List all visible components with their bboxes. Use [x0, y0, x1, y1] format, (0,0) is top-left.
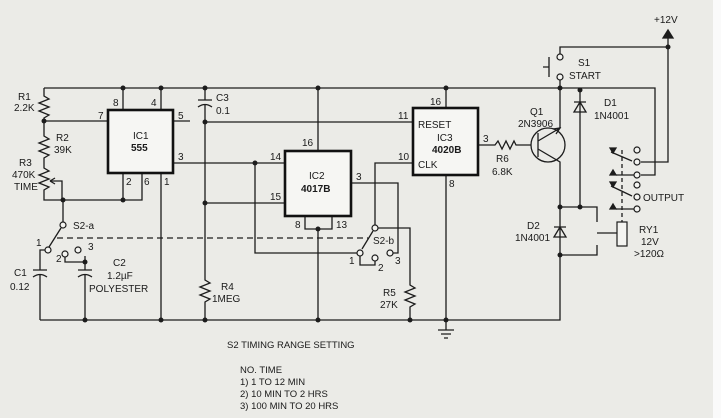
timing-range-table: S2 TIMING RANGE SETTING NO. TIME 1) 1 TO…	[227, 340, 355, 412]
r4-value: 1MEG	[212, 294, 241, 305]
d2-part: 1N4001	[515, 233, 550, 244]
s2b-pos3: 3	[395, 256, 401, 267]
output-label: OUTPUT	[643, 193, 684, 204]
wires	[32, 28, 675, 339]
s1-name: S1	[578, 58, 591, 69]
d1-part: 1N4001	[594, 111, 629, 122]
ic3-reset: RESET	[418, 120, 451, 131]
r3-note: TIME	[14, 182, 38, 193]
c2-name: C2	[113, 258, 126, 269]
table-header: NO. TIME	[240, 365, 282, 376]
r3-value: 470K	[12, 170, 36, 181]
s2b-label: S2-b	[373, 236, 395, 247]
pin: 15	[270, 192, 282, 203]
d2-name: D2	[527, 221, 540, 232]
ry1-name: RY1	[639, 225, 659, 236]
ic3-name: IC3	[437, 133, 453, 144]
component-labels: R1 2.2K R2 39K R3 470K TIME S2-a 1 2 3 C…	[10, 15, 684, 311]
r3-name: R3	[19, 158, 32, 169]
ic1: IC1 555 8 4 7 5 3 2 6 1	[98, 98, 184, 188]
pin: 10	[398, 152, 410, 163]
pin: 6	[144, 177, 150, 188]
s2b-pos1: 1	[349, 256, 355, 267]
table-row: 1) 1 TO 12 MIN	[240, 377, 305, 388]
r6-name: R6	[496, 154, 509, 165]
pin: 16	[430, 97, 442, 108]
pin: 4	[151, 98, 157, 109]
q1-name: Q1	[530, 107, 544, 118]
c3-value: 0.1	[216, 106, 230, 117]
ry1-resistance: >120Ω	[634, 249, 665, 260]
pin: 13	[336, 220, 348, 231]
r2-name: R2	[56, 133, 69, 144]
r2-value: 39K	[54, 145, 72, 156]
ry1-voltage: 12V	[641, 237, 659, 248]
pin: 3	[178, 152, 184, 163]
pin: 8	[295, 220, 301, 231]
ic2: IC2 4017B 16 14 15 3 8 13	[270, 138, 362, 231]
ic3-part: 4020B	[432, 145, 461, 156]
r5-name: R5	[383, 288, 396, 299]
ic1-part: 555	[131, 143, 148, 154]
ic1-name: IC1	[133, 131, 149, 142]
c1-name: C1	[14, 268, 27, 279]
pin: 11	[398, 111, 409, 122]
c1-value: 0.12	[10, 282, 30, 293]
d1-name: D1	[604, 98, 617, 109]
c2-value: 1.2µF	[107, 271, 133, 282]
s2a-pos3: 3	[88, 242, 94, 253]
pin: 2	[126, 177, 132, 188]
r1-name: R1	[18, 92, 31, 103]
table-row: 2) 10 MIN TO 2 HRS	[240, 389, 328, 400]
c3-name: C3	[216, 93, 229, 104]
pin: 8	[449, 179, 455, 190]
supply-label: +12V	[654, 15, 678, 26]
r1-value: 2.2K	[14, 103, 35, 114]
pin: 7	[98, 111, 104, 122]
c2-note: POLYESTER	[89, 284, 148, 295]
table-row: 3) 100 MIN TO 20 HRS	[240, 401, 338, 412]
s2b-pos2: 2	[378, 263, 384, 274]
s2a-label: S2-a	[73, 221, 95, 232]
ic2-part: 4017B	[301, 184, 330, 195]
s2a-pos1: 1	[36, 238, 42, 249]
pin: 8	[113, 98, 119, 109]
r6-value: 6.8K	[492, 167, 513, 178]
pin: 14	[270, 152, 282, 163]
r4-name: R4	[221, 282, 234, 293]
ic3: RESET IC3 4020B CLK 16 11 10 3 8	[398, 97, 489, 190]
pin: 16	[302, 138, 314, 149]
ic3-clk: CLK	[418, 160, 438, 171]
ic2-name: IC2	[309, 171, 325, 182]
pin: 5	[178, 111, 184, 122]
pin: 3	[483, 134, 489, 145]
q1-part: 2N3906	[518, 119, 553, 130]
pin: 1	[164, 177, 170, 188]
contacts	[44, 53, 641, 262]
s2a-pos2: 2	[56, 254, 62, 265]
pin: 3	[356, 172, 362, 183]
s1-note: START	[569, 71, 601, 82]
junction-dots	[41, 44, 671, 323]
r5-value: 27K	[380, 300, 398, 311]
table-title: S2 TIMING RANGE SETTING	[227, 340, 355, 351]
